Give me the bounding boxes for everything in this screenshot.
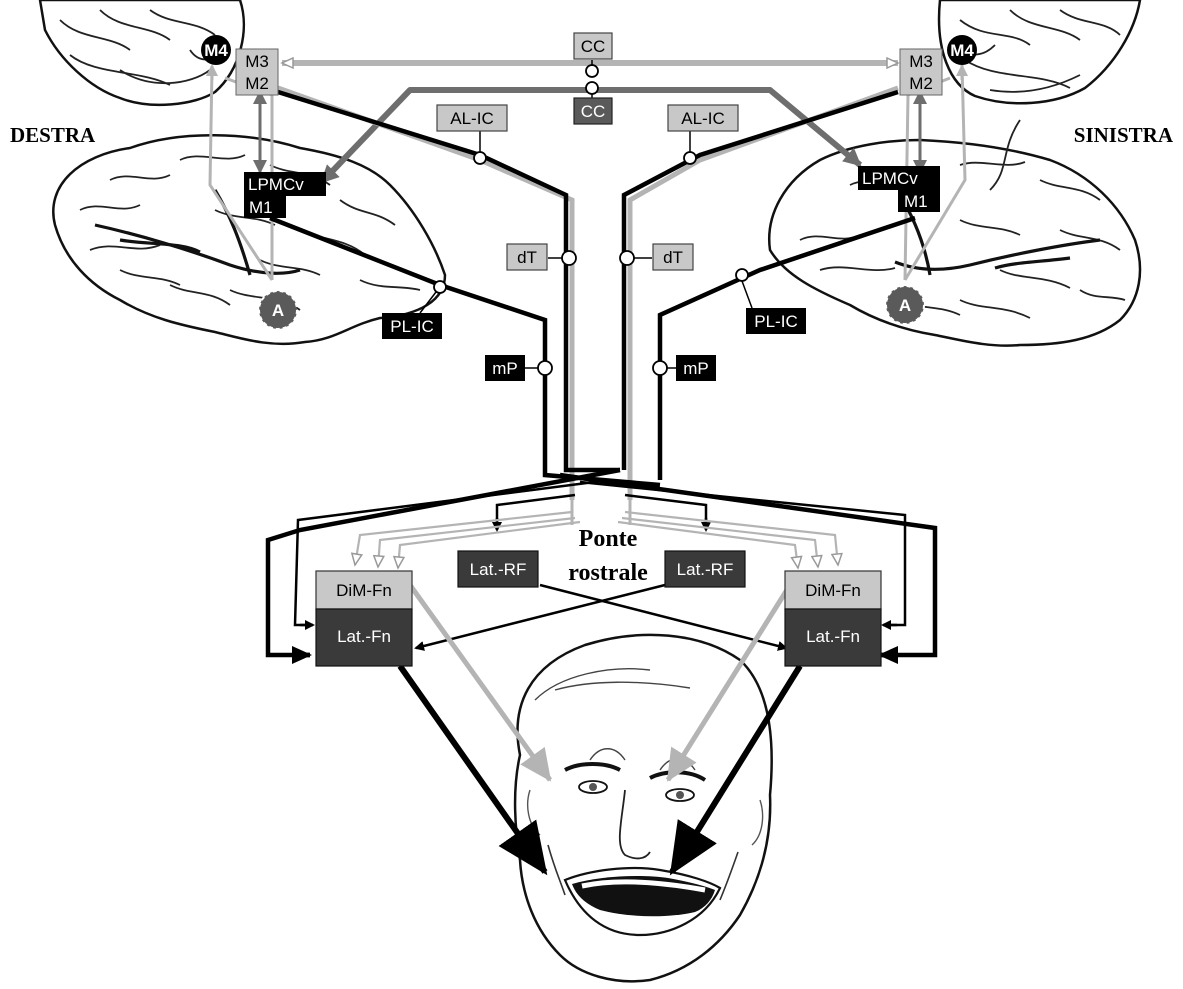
al-ic-label-left: AL-IC <box>437 105 507 131</box>
svg-text:dT: dT <box>663 248 683 267</box>
pl-ic-label-left: PL-IC <box>382 313 442 339</box>
pons-label-line2: rostrale <box>568 560 648 586</box>
svg-text:PL-IC: PL-IC <box>390 317 433 336</box>
svg-text:A: A <box>272 301 284 320</box>
left-hemisphere-label: SINISTRA <box>1074 123 1174 147</box>
brain-illustration <box>53 135 445 344</box>
svg-text:CC: CC <box>581 37 606 56</box>
svg-text:DiM-Fn: DiM-Fn <box>336 581 392 600</box>
dt-label-left: dT <box>507 244 547 270</box>
svg-text:Lat.-RF: Lat.-RF <box>470 560 527 579</box>
pons-label-line1: Ponte <box>579 526 638 552</box>
svg-text:mP: mP <box>683 359 709 378</box>
lat-rf-box-left: Lat.-RF <box>458 551 538 587</box>
svg-text:M1: M1 <box>249 198 273 217</box>
cc-label-top: CC <box>574 33 612 59</box>
cc-label-bottom: CC <box>574 98 612 124</box>
facial-nucleus-left: DiM-Fn Lat.-Fn <box>316 571 412 666</box>
m3-m2-box-left: M3 M2 <box>236 49 278 95</box>
m4-node-right: M4 <box>947 35 977 65</box>
face-illustration <box>515 635 772 981</box>
svg-text:DiM-Fn: DiM-Fn <box>805 581 861 600</box>
brain-illustration <box>769 120 1140 346</box>
al-ic-label-right: AL-IC <box>668 105 738 131</box>
svg-text:M2: M2 <box>245 74 269 93</box>
svg-text:LPMCv: LPMCv <box>862 169 918 188</box>
svg-text:Lat.-Fn: Lat.-Fn <box>337 627 391 646</box>
svg-text:M2: M2 <box>909 74 933 93</box>
svg-text:M3: M3 <box>909 52 933 71</box>
mp-label-right: mP <box>676 355 716 381</box>
reticular-crossing-pathway <box>416 585 786 648</box>
amygdala-node-right: A <box>886 286 924 324</box>
pl-ic-label-right: PL-IC <box>746 308 806 334</box>
amygdala-node-left: A <box>259 291 297 329</box>
svg-text:AL-IC: AL-IC <box>450 109 493 128</box>
svg-text:PL-IC: PL-IC <box>754 312 797 331</box>
svg-text:M4: M4 <box>950 41 974 60</box>
svg-text:dT: dT <box>517 248 537 267</box>
m4-node-left: M4 <box>201 35 231 65</box>
svg-text:mP: mP <box>492 359 518 378</box>
m3-m2-box-right: M3 M2 <box>900 49 942 95</box>
svg-text:M3: M3 <box>245 52 269 71</box>
svg-text:M4: M4 <box>204 41 228 60</box>
svg-text:AL-IC: AL-IC <box>681 109 724 128</box>
svg-text:Lat.-Fn: Lat.-Fn <box>806 627 860 646</box>
mp-label-left: mP <box>485 355 525 381</box>
svg-text:A: A <box>899 296 911 315</box>
svg-text:CC: CC <box>581 102 606 121</box>
dt-label-right: dT <box>653 244 693 270</box>
svg-text:Lat.-RF: Lat.-RF <box>677 560 734 579</box>
facial-nucleus-right: DiM-Fn Lat.-Fn <box>785 571 881 666</box>
svg-text:M1: M1 <box>904 192 928 211</box>
svg-text:LPMCv: LPMCv <box>248 175 304 194</box>
right-hemisphere-label: DESTRA <box>10 123 96 147</box>
lat-rf-box-right: Lat.-RF <box>665 551 745 587</box>
